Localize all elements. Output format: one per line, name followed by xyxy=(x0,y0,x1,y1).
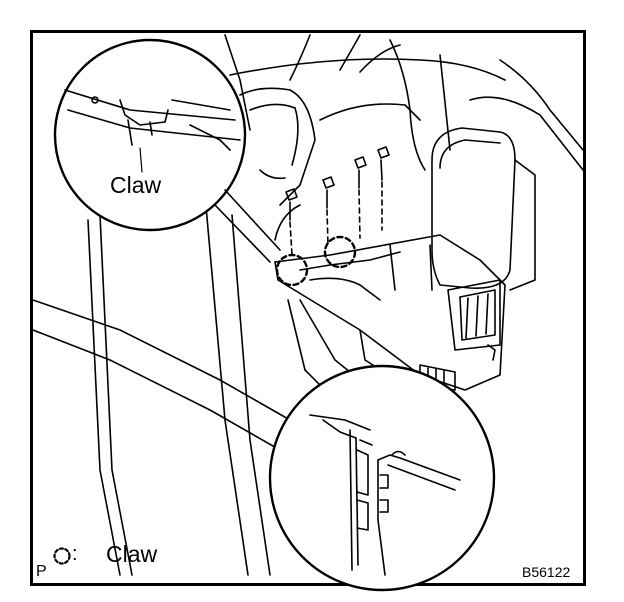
claw-location-markers xyxy=(275,235,357,287)
legend-separator: : xyxy=(72,543,78,565)
door-panel xyxy=(32,194,291,576)
legend-letter: P xyxy=(36,563,47,580)
claw-detail-lower xyxy=(268,364,496,592)
claw-detail-upper xyxy=(53,38,281,263)
figure-id: B56122 xyxy=(522,564,571,580)
bolts xyxy=(285,146,390,256)
dashboard xyxy=(224,34,584,241)
legend-label: Claw xyxy=(106,541,158,567)
dashed-circle-icon xyxy=(53,547,71,565)
claw-callout-label: Claw xyxy=(110,172,162,198)
armrest-lid xyxy=(431,127,536,291)
